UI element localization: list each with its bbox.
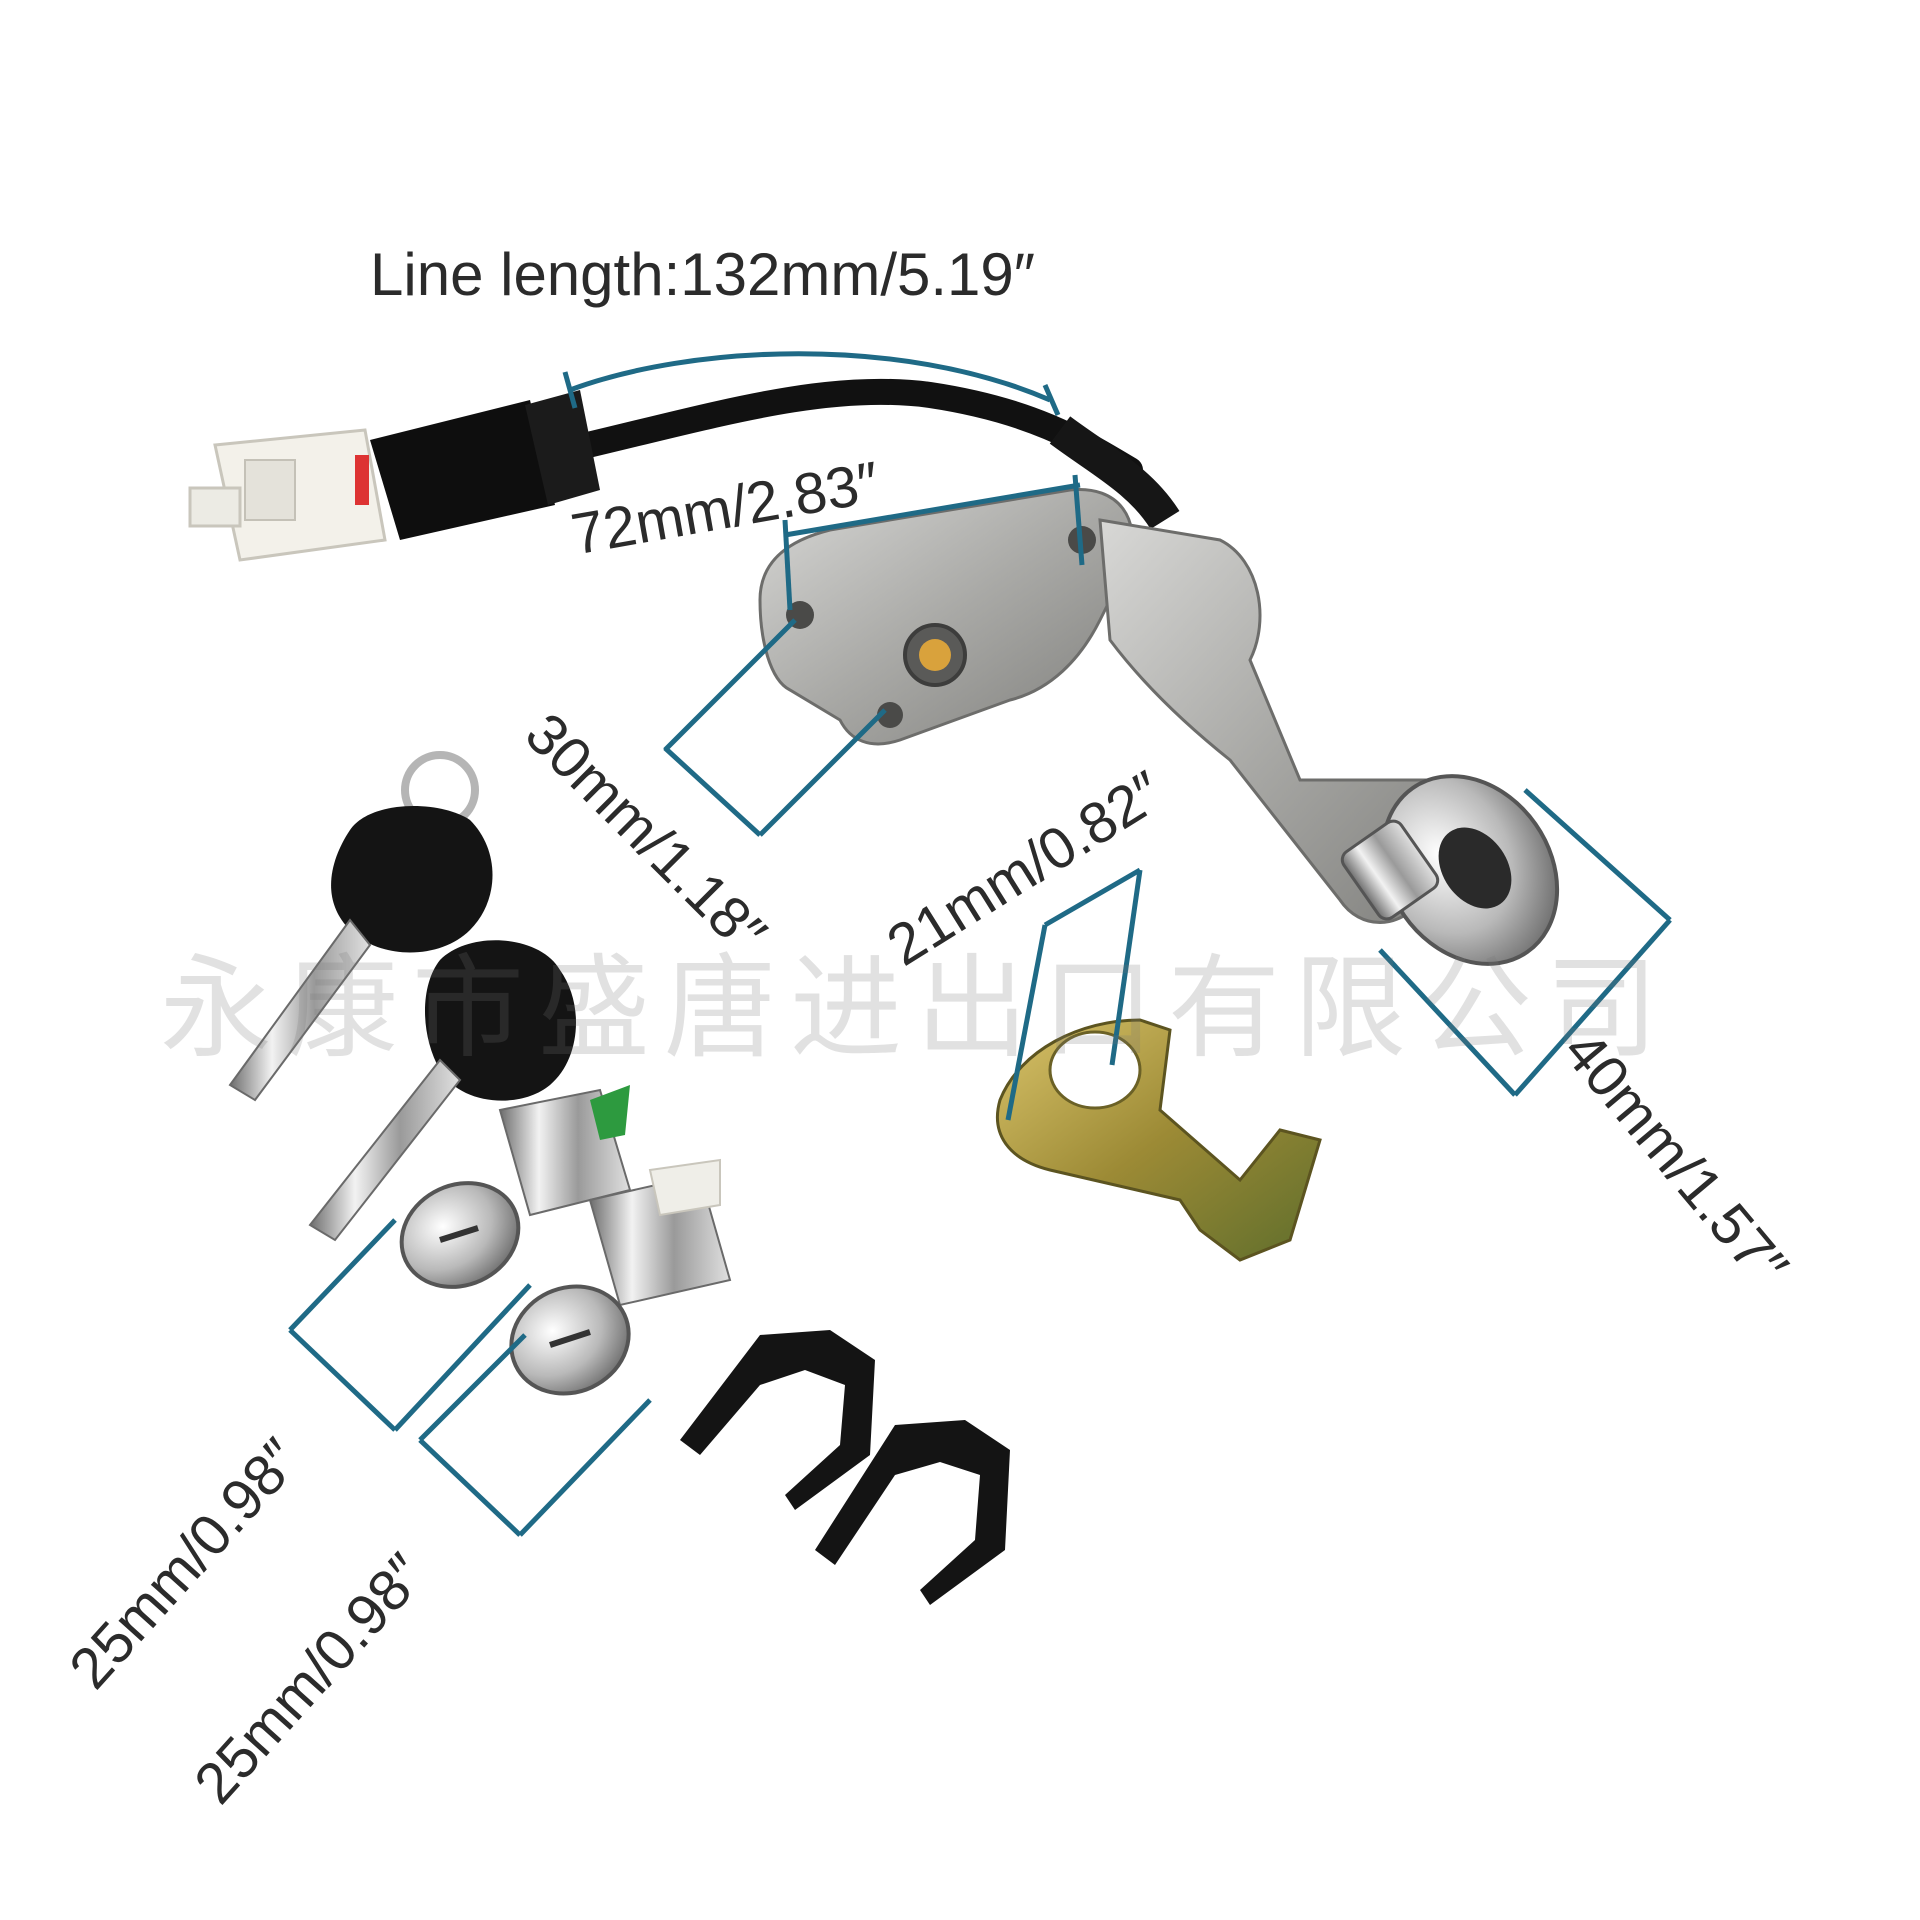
line-length-arc <box>562 351 1061 416</box>
cylinder-b-dimension <box>418 1333 652 1537</box>
dimension-lines <box>288 351 1672 1537</box>
lock-cylinder-2 <box>509 1158 732 1396</box>
key-2 <box>308 940 577 1242</box>
lock-cylinder-1 <box>399 1085 632 1289</box>
retaining-clip-2 <box>815 1420 1010 1605</box>
ignition-switch-body <box>758 488 1473 924</box>
lock-face-dimension <box>1378 788 1672 1097</box>
mounting-bracket <box>995 1018 1322 1262</box>
bracket-hole-dimension <box>1005 867 1143 1121</box>
retaining-clip-1 <box>680 1330 875 1510</box>
wire-harness <box>370 378 1180 540</box>
mount-height-dimension <box>663 618 887 837</box>
connector-plug <box>188 428 387 562</box>
mount-spacing-dimension <box>782 474 1085 611</box>
key-1 <box>228 806 493 1102</box>
ignition-lock-face <box>1340 774 1560 966</box>
line-length-label: Line length:132mm/5.19″ <box>370 241 1036 308</box>
cylinder-a-dimension <box>288 1218 532 1432</box>
watermark-text: 永康市盛唐进出口有限公司 <box>160 944 1672 1074</box>
